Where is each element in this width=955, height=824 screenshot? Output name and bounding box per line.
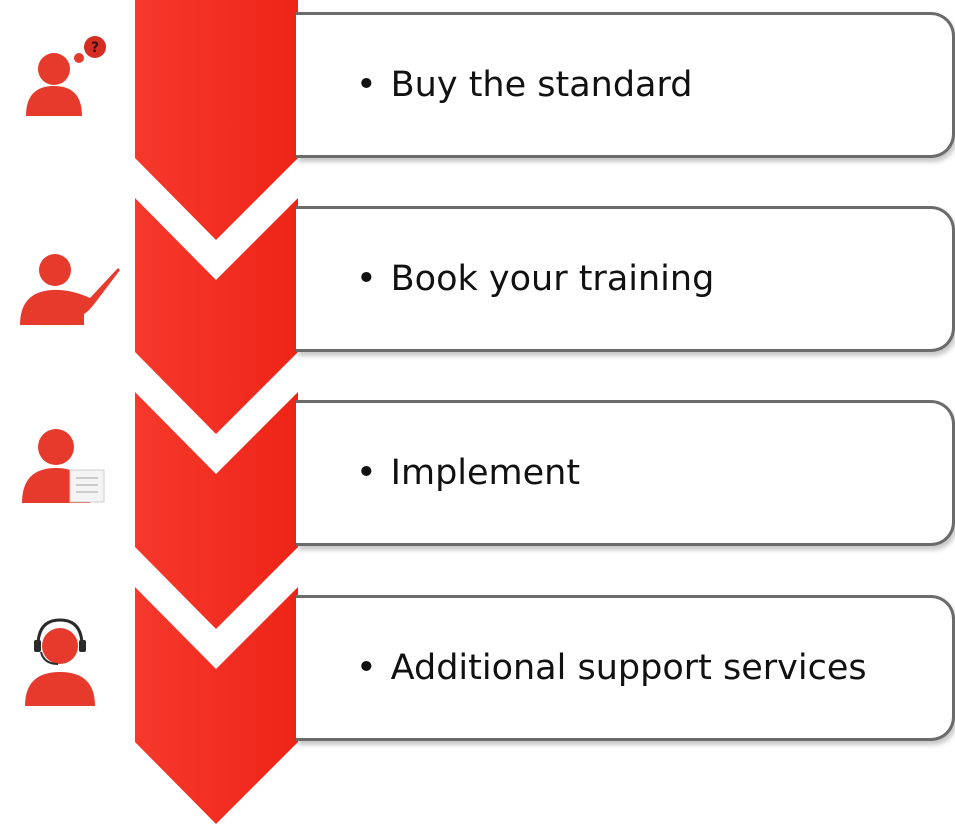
step-text-4: Additional support services <box>390 648 867 688</box>
svg-text:?: ? <box>91 40 99 56</box>
step-box-3: • Implement <box>296 400 955 546</box>
person-presenter-icon <box>20 254 120 325</box>
chevron-step-1 <box>135 0 298 240</box>
step-label-2: • Book your training <box>356 259 714 299</box>
step-text-2: Book your training <box>390 259 715 299</box>
step-box-4: • Additional support services <box>296 595 955 741</box>
person-document-icon <box>22 429 105 503</box>
step-label-3: • Implement <box>356 453 580 493</box>
step-text-1: Buy the standard <box>390 65 693 105</box>
person-question-icon: ? <box>26 36 106 116</box>
step-text-3: Implement <box>390 453 581 493</box>
step-label-4: • Additional support services <box>356 648 867 688</box>
bullet-1: • <box>356 65 377 105</box>
step-box-1: • Buy the standard <box>296 12 955 158</box>
step-box-2: • Book your training <box>296 206 955 352</box>
bullet-4: • <box>356 648 377 688</box>
chevron-step-4 <box>135 587 298 824</box>
step-label-1: • Buy the standard <box>356 65 693 105</box>
bullet-3: • <box>356 453 377 493</box>
bullet-2: • <box>356 259 377 299</box>
person-headset-icon <box>25 618 95 706</box>
chevron-step-3 <box>135 392 298 629</box>
chevron-step-2 <box>135 198 298 434</box>
